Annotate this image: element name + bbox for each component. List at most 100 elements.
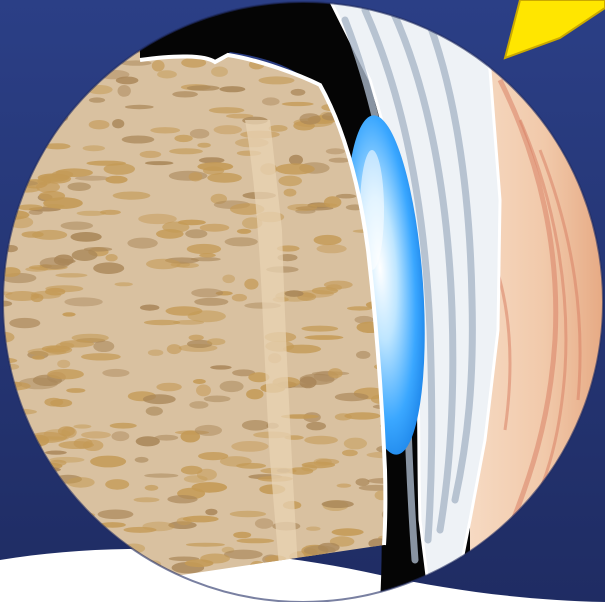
bone-speckle [102,369,129,377]
bone-speckle [106,254,118,261]
bone-speckle [93,341,114,352]
bone-speckle [328,368,343,378]
bone-speckle [222,275,235,284]
bone-speckle [199,253,216,257]
bone-speckle [211,67,228,77]
bone-speckle [269,125,288,132]
bone-speckle [152,60,165,71]
bone-speckle [225,237,258,246]
bone-speckle [58,426,75,436]
bone-speckle [183,516,219,523]
bone-speckle [193,379,206,384]
bone-speckle [146,259,181,270]
bone-speckle [189,172,203,181]
bone-speckle [135,457,149,463]
bone-speckle [283,345,321,354]
bone-speckle [304,335,343,340]
bone-speckle [145,161,174,165]
bone-speckle [204,396,231,403]
bone-speckle [98,510,134,520]
bone-speckle [145,485,159,491]
bone-speckle [61,222,93,230]
bone-speckle [124,527,157,533]
bone-speckle [285,290,304,297]
bone-speckle [9,318,40,328]
bone-speckle [172,91,198,97]
bone-speckle [127,238,157,249]
bone-speckle [56,342,74,349]
bone-speckle [73,424,91,428]
bone-speckle [209,107,245,113]
bone-speckle [335,413,352,420]
bone-speckle [191,288,223,297]
bone-speckle [148,350,163,356]
bone-speckle [57,360,70,368]
bone-speckle [115,282,133,286]
bone-speckle [150,127,180,133]
bone-speckle [301,326,338,332]
bone-speckle [167,344,182,354]
bone-speckle [344,438,367,450]
bone-speckle [66,388,85,393]
bone-speckle [112,431,130,441]
bone-speckle [156,383,181,392]
bone-speckle [81,353,121,360]
bone-speckle [306,527,320,531]
bone-speckle [5,291,39,301]
bone-speckle [332,528,364,536]
bone-speckle [291,89,306,96]
bone-speckle [220,381,244,392]
bone-speckle [144,473,178,477]
bone-speckle [17,204,43,210]
bone-speckle [178,220,206,226]
bone-speckle [337,484,352,488]
bone-speckle [244,279,258,290]
bone-speckle [329,158,350,163]
bone-speckle [110,423,137,429]
bone-speckle [197,469,217,481]
bone-speckle [347,306,372,310]
bone-speckle [190,129,209,139]
bone-speckle [77,211,107,216]
bone-speckle [300,113,321,124]
bone-speckle [306,422,326,431]
bone-speckle [284,189,297,197]
bone-speckle [122,136,155,144]
bone-speckle [105,176,127,184]
bone-speckle [47,369,84,379]
bone-speckle [326,284,342,291]
bone-speckle [140,305,159,311]
bone-speckle [356,351,370,359]
bone-speckle [74,438,93,449]
bone-speckle [220,86,246,92]
bone-speckle [282,102,314,106]
bone-speckle [136,436,160,446]
bone-speckle [90,456,126,468]
bone-speckle [317,244,347,253]
bone-speckle [185,229,207,238]
bone-speckle [326,148,345,154]
bone-speckle [169,148,203,154]
bone-speckle [45,451,67,455]
bone-speckle [324,196,341,208]
bone-speckle [276,163,315,174]
bone-speckle [146,407,163,416]
bone-speckle [83,145,105,151]
bone-speckle [45,285,83,292]
bone-speckle [112,119,124,128]
bone-speckle [143,394,176,404]
bone-speckle [68,182,91,191]
bone-speckle [186,543,225,547]
bone-speckle [200,554,230,564]
bone-speckle [314,235,342,245]
bone-speckle [194,298,228,306]
bone-speckle [144,320,180,325]
bone-speckle [93,262,124,274]
bone-speckle [140,151,162,158]
bone-speckle [207,338,225,345]
bone-speckle [49,457,84,463]
bone-speckle [316,459,339,465]
bone-speckle [262,97,280,105]
